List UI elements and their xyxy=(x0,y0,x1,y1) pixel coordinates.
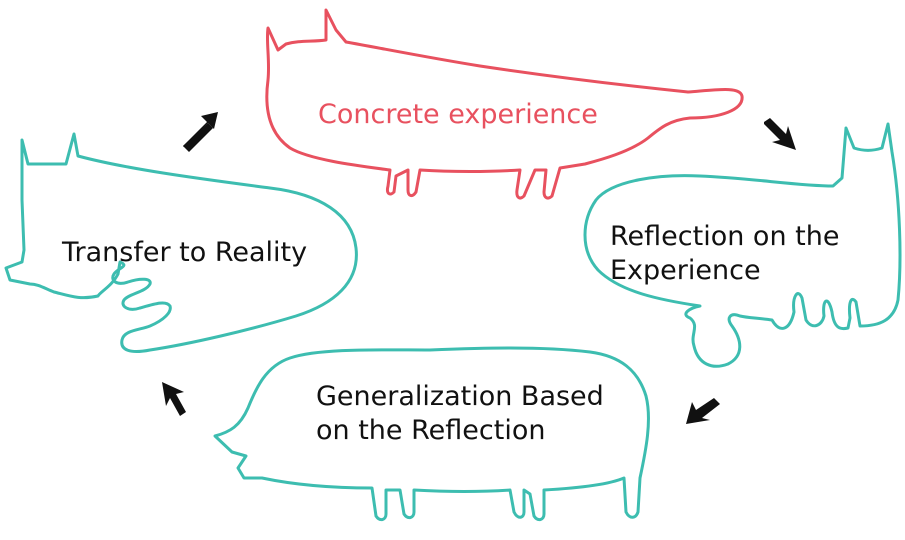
arrow-icon xyxy=(183,112,218,152)
cat-silhouette-icon xyxy=(583,122,902,368)
generalization-label: Generalization Based on the Reflection xyxy=(316,381,604,446)
cat-silhouette-icon xyxy=(4,132,358,354)
arrow-icon xyxy=(162,382,186,416)
arrow-icon xyxy=(764,118,796,150)
cat-silhouette-icon xyxy=(213,346,650,522)
arrow-icon xyxy=(686,398,720,424)
reflection-label: Reflection on the Experience xyxy=(610,221,840,286)
concrete-experience-label: Concrete experience xyxy=(318,99,598,130)
transfer-label: Transfer to Reality xyxy=(62,237,308,268)
cat-silhouette-icon xyxy=(265,8,744,200)
